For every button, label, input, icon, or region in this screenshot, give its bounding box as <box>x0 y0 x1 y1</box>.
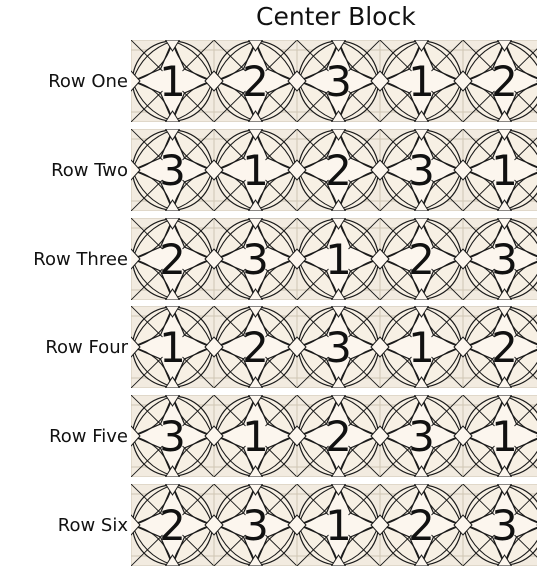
block-number: 3 <box>408 146 435 195</box>
quilt-block: 3 <box>297 306 380 388</box>
quilt-block: 1 <box>380 306 463 388</box>
block-number: 2 <box>242 57 269 106</box>
quilt-block: 3 <box>131 395 214 477</box>
block-number: 1 <box>325 235 352 284</box>
quilt-block: 1 <box>131 306 214 388</box>
block-number: 1 <box>491 412 518 461</box>
quilt-row: Row Five 3 1 2 3 1 <box>49 395 537 477</box>
block-number: 2 <box>491 323 518 372</box>
block-number: 2 <box>242 323 269 372</box>
quilt-block: 2 <box>463 40 537 122</box>
row-label: Row Four <box>45 337 128 358</box>
quilt-block: 3 <box>463 218 537 300</box>
block-number: 1 <box>159 57 186 106</box>
row-label: Row Six <box>58 515 129 536</box>
quilt-row: Row Three 2 3 1 2 3 <box>33 218 537 300</box>
quilt-block: 2 <box>380 484 463 566</box>
block-number: 1 <box>408 323 435 372</box>
block-number: 2 <box>408 501 435 550</box>
quilt-block: 1 <box>463 129 537 211</box>
quilt-block: 3 <box>214 218 297 300</box>
block-number: 3 <box>242 501 269 550</box>
quilt-block: 3 <box>131 129 214 211</box>
block-number: 3 <box>159 412 186 461</box>
quilt-row: Row Two 3 1 2 3 1 <box>51 129 537 211</box>
block-number: 3 <box>408 412 435 461</box>
quilt-block: 2 <box>131 218 214 300</box>
block-number: 3 <box>325 57 352 106</box>
block-number: 2 <box>491 57 518 106</box>
quilt-block: 1 <box>214 129 297 211</box>
quilt-block: 2 <box>297 395 380 477</box>
row-label: Row One <box>48 71 128 92</box>
block-number: 1 <box>491 146 518 195</box>
block-number: 2 <box>159 501 186 550</box>
row-label: Row Five <box>49 426 128 447</box>
quilt-row: Row Six 2 3 1 2 3 <box>58 484 537 566</box>
row-label: Row Three <box>33 249 128 270</box>
quilt-block: 1 <box>463 395 537 477</box>
block-number: 2 <box>325 412 352 461</box>
block-number: 3 <box>491 501 518 550</box>
quilt-block: 1 <box>131 40 214 122</box>
block-number: 3 <box>159 146 186 195</box>
quilt-block: 1 <box>297 218 380 300</box>
block-number: 2 <box>325 146 352 195</box>
quilt-block: 2 <box>214 306 297 388</box>
block-number: 1 <box>159 323 186 372</box>
block-number: 1 <box>325 501 352 550</box>
quilt-block: 1 <box>297 484 380 566</box>
block-number: 2 <box>159 235 186 284</box>
quilt-block: 3 <box>463 484 537 566</box>
quilt-block: 1 <box>380 40 463 122</box>
quilt-row: Row Four 1 2 3 1 2 <box>45 306 537 388</box>
quilt-block: 2 <box>463 306 537 388</box>
block-number: 3 <box>325 323 352 372</box>
block-number: 3 <box>242 235 269 284</box>
quilt-block: 3 <box>380 129 463 211</box>
block-number: 1 <box>408 57 435 106</box>
block-number: 1 <box>242 146 269 195</box>
quilt-block: 1 <box>214 395 297 477</box>
quilt-block: 3 <box>214 484 297 566</box>
quilt-block: 3 <box>297 40 380 122</box>
block-number: 2 <box>408 235 435 284</box>
quilt-block: 2 <box>131 484 214 566</box>
block-number: 3 <box>491 235 518 284</box>
row-label: Row Two <box>51 160 128 181</box>
quilt-row: Row One 1 2 3 1 2 <box>48 40 537 122</box>
quilt-block: 2 <box>214 40 297 122</box>
block-number: 1 <box>242 412 269 461</box>
quilt-block: 2 <box>380 218 463 300</box>
quilt-block: 3 <box>380 395 463 477</box>
quilt-block: 2 <box>297 129 380 211</box>
